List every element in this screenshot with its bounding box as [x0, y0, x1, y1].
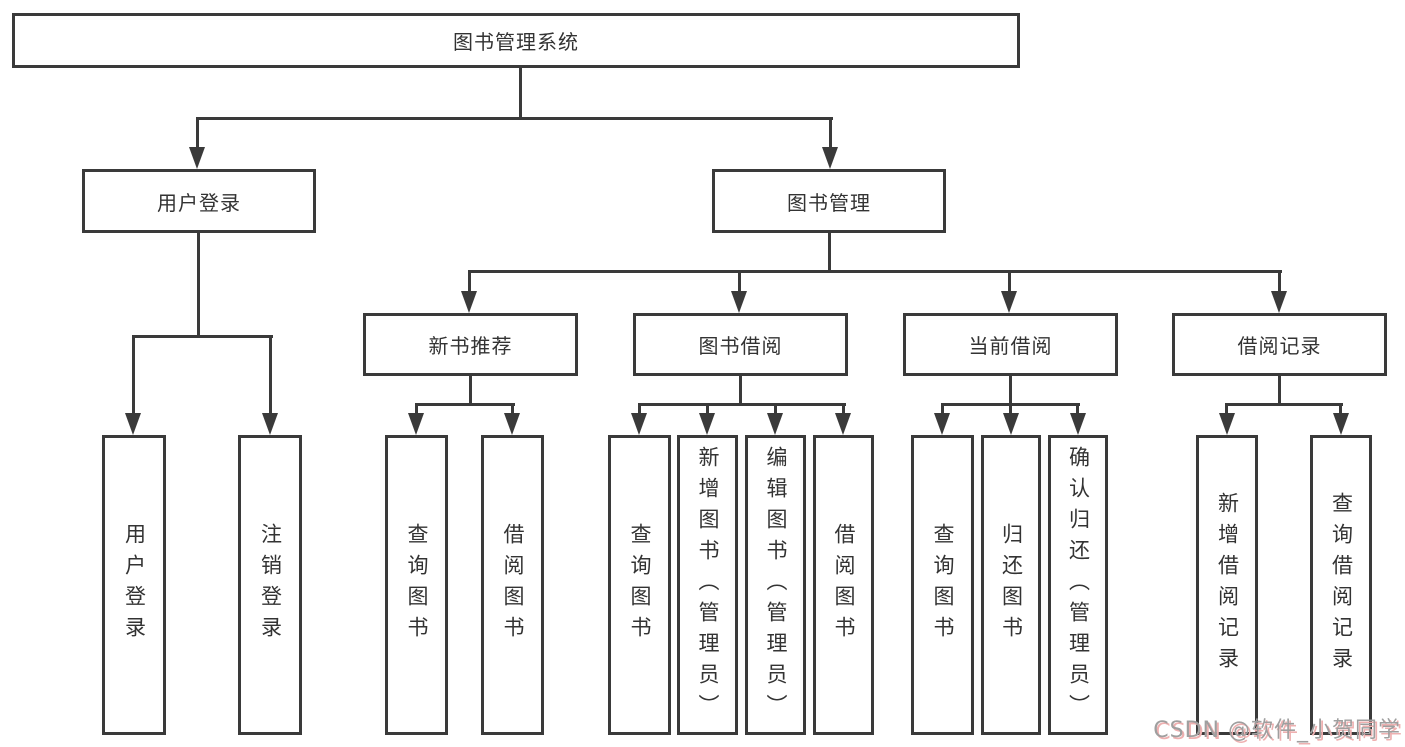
connector-nb-bar	[415, 403, 515, 406]
leaf-br-add-record-label: 新增借阅记录	[1215, 492, 1240, 678]
node-root-library-management-system: 图书管理系统	[12, 13, 1020, 68]
leaf-logout: 注销登录	[238, 435, 302, 735]
connector-br-leaf1-stem	[1225, 403, 1228, 416]
connector-cb-leaf3-stem	[1076, 403, 1079, 416]
connector-br-leaf2-stem	[1339, 403, 1342, 416]
arrowhead-to-bb-edit	[767, 413, 783, 435]
node-current-borrowing: 当前借阅	[903, 313, 1118, 376]
leaf-bb-query-books: 查询图书	[608, 435, 671, 735]
arrowhead-to-bb-query	[631, 413, 647, 435]
connector-bb-leaf4-stem	[842, 403, 845, 416]
arrowhead-to-cb-query	[934, 413, 950, 435]
connector-br-bar	[1225, 403, 1343, 406]
arrowhead-to-br-add	[1219, 413, 1235, 435]
connector-bb-bar	[638, 403, 846, 406]
connector-root-bar	[196, 117, 833, 120]
connector-cb-stem	[1009, 376, 1012, 406]
connector-bb-leaf2-stem	[706, 403, 709, 416]
leaf-bb-borrow-books: 借阅图书	[813, 435, 874, 735]
leaf-bb-edit-books-admin: 编辑图书（管理员）	[745, 435, 806, 735]
leaf-br-add-record: 新增借阅记录	[1196, 435, 1258, 735]
leaf-br-query-record-label: 查询借阅记录	[1329, 492, 1354, 678]
arrowhead-to-nb-borrow	[504, 413, 520, 435]
arrowhead-to-nb-query	[408, 413, 424, 435]
arrowhead-to-current-borrow	[1001, 291, 1017, 313]
connector-root-stem	[519, 68, 522, 120]
connector-userlogin-stem	[196, 117, 199, 149]
connector-nb-leaf1-stem	[415, 403, 418, 416]
connector-bb-leaf3-stem	[774, 403, 777, 416]
arrowhead-to-book-borrow	[731, 291, 747, 313]
node-user-login: 用户登录	[82, 169, 316, 233]
arrowhead-to-logout-leaf	[262, 413, 278, 435]
connector-book-mgmt-stem	[828, 233, 831, 273]
connector-bookborrow-stem	[738, 270, 741, 294]
connector-user-login-leaf2-stem	[269, 335, 272, 415]
leaf-cb-confirm-return-admin-label: 确认归还（管理员）	[1066, 445, 1091, 725]
connector-newbook-stem	[468, 270, 471, 294]
node-book-management-label: 图书管理	[787, 190, 871, 215]
connector-user-login-stem	[197, 233, 200, 338]
node-book-borrowing: 图书借阅	[633, 313, 848, 376]
connector-bb-leaf1-stem	[638, 403, 641, 416]
arrowhead-to-book-mgmt	[822, 147, 838, 169]
connector-cb-leaf2-stem	[1009, 403, 1012, 416]
connector-book-mgmt-bar	[469, 270, 1282, 273]
node-book-borrow-label: 图书借阅	[698, 334, 783, 358]
connector-user-login-leaf1-stem	[132, 335, 135, 415]
leaf-nb-borrow-books-label: 借阅图书	[501, 523, 525, 647]
connector-bookmgmt-stem	[829, 117, 832, 149]
arrowhead-to-new-book-rec	[461, 291, 477, 313]
leaf-user-login: 用户登录	[102, 435, 166, 735]
arrowhead-to-borrow-record	[1271, 291, 1287, 313]
leaf-br-query-record: 查询借阅记录	[1310, 435, 1372, 735]
connector-cb-leaf1-stem	[941, 403, 944, 416]
leaf-bb-query-books-label: 查询图书	[628, 523, 652, 647]
leaf-logout-label: 注销登录	[258, 523, 283, 647]
arrowhead-to-bb-add	[699, 413, 715, 435]
leaf-cb-return-books-label: 归还图书	[999, 523, 1024, 647]
node-user-login-label: 用户登录	[157, 190, 241, 215]
node-current-borrow-label: 当前借阅	[968, 334, 1053, 358]
leaf-nb-query-books: 查询图书	[385, 435, 448, 735]
leaf-user-login-label: 用户登录	[122, 523, 147, 647]
connector-nb-leaf2-stem	[511, 403, 514, 416]
csdn-watermark: CSDN @软件_小贺同学	[1153, 718, 1401, 743]
leaf-cb-confirm-return-admin: 确认归还（管理员）	[1048, 435, 1108, 735]
leaf-bb-add-books-admin: 新增图书（管理员）	[677, 435, 738, 735]
arrowhead-to-user-login-leaf	[125, 413, 141, 435]
leaf-bb-borrow-books-label: 借阅图书	[832, 523, 856, 647]
node-book-management: 图书管理	[712, 169, 946, 233]
leaf-cb-query-books-label: 查询图书	[931, 523, 955, 647]
leaf-cb-return-books: 归还图书	[981, 435, 1041, 735]
node-borrowing-records: 借阅记录	[1172, 313, 1387, 376]
arrowhead-to-br-query	[1333, 413, 1349, 435]
node-new-book-recommendation: 新书推荐	[363, 313, 578, 376]
connector-br-stem	[1278, 376, 1281, 406]
leaf-nb-query-books-label: 查询图书	[405, 523, 429, 647]
leaf-bb-add-books-admin-label: 新增图书（管理员）	[696, 445, 720, 725]
leaf-nb-borrow-books: 借阅图书	[481, 435, 544, 735]
connector-currentborrow-stem	[1008, 270, 1011, 294]
connector-nb-stem	[469, 376, 472, 406]
leaf-bb-edit-books-admin-label: 编辑图书（管理员）	[764, 445, 788, 725]
node-root-label: 图书管理系统	[453, 30, 579, 54]
node-borrow-record-label: 借阅记录	[1237, 334, 1322, 358]
node-new-book-rec-label: 新书推荐	[428, 334, 513, 358]
connector-borrowrecord-stem	[1278, 270, 1281, 294]
arrowhead-to-cb-confirm	[1070, 413, 1086, 435]
arrowhead-to-user-login	[189, 147, 205, 169]
arrowhead-to-cb-return	[1003, 413, 1019, 435]
connector-user-login-bar	[132, 335, 273, 338]
connector-bb-stem	[739, 376, 742, 406]
arrowhead-to-bb-borrow	[835, 413, 851, 435]
leaf-cb-query-books: 查询图书	[911, 435, 974, 735]
